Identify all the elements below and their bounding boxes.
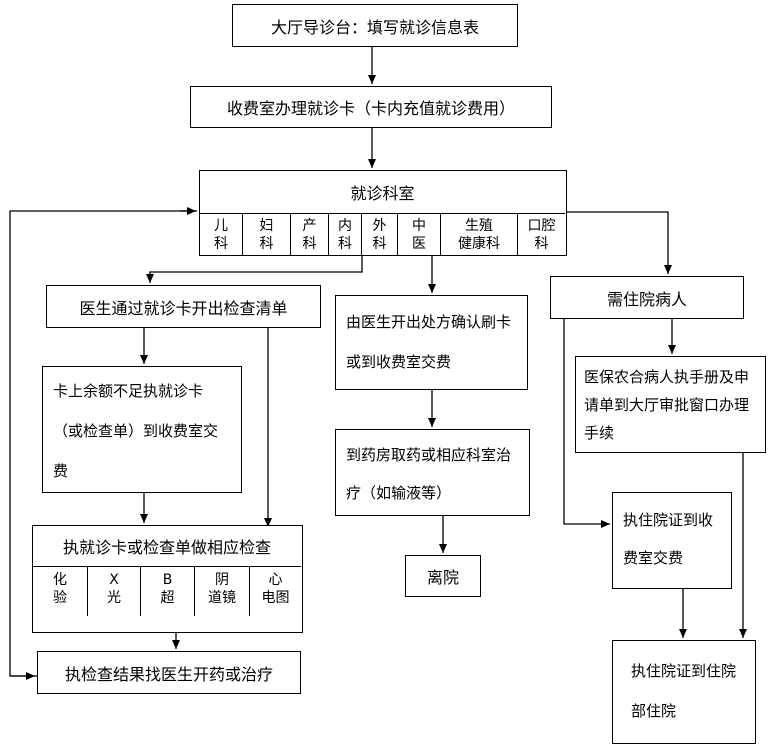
prescription-box: 由医生开出处方确认刷卡或到收费室交费 xyxy=(335,295,528,390)
arrow-clinic-to-exam-list xyxy=(146,255,363,283)
arrow-clinic-to-inpatient xyxy=(566,211,672,274)
clinic-box: 就诊科室 儿科 妇科 产科 内科 外科 中医 生殖健康科 口腔科 xyxy=(199,170,567,256)
dept-obstetrics: 产科 xyxy=(291,214,329,255)
results-box: 执检查结果找医生开药或治疗 xyxy=(37,651,301,694)
exams-title: 执就诊卡或检查单做相应检查 xyxy=(62,538,271,557)
inpatient-box: 需住院病人 xyxy=(550,276,744,319)
pharmacy-box: 到药房取药或相应科室治疗（如输液等） xyxy=(335,429,530,516)
exam-ecg: 心电图 xyxy=(261,572,290,606)
exam-list-label: 医生通过就诊卡开出检查清单 xyxy=(79,298,288,318)
dept-pediatrics: 儿科 xyxy=(200,214,243,255)
exam-lab: 化验 xyxy=(33,567,88,616)
pharmacy-label: 到药房取药或相应科室治疗（如输液等） xyxy=(346,446,512,502)
leave-label: 离院 xyxy=(426,568,459,587)
dept-stomatology: 口腔科 xyxy=(527,217,556,252)
admission-ward-box: 执住院证到住院部住院 xyxy=(612,640,756,744)
leave-box: 离院 xyxy=(405,555,481,597)
insurance-box: 医保农合病人执手册及申请单到大厅审批窗口办理手续 xyxy=(575,356,766,453)
dept-gynecology: 妇科 xyxy=(243,214,291,255)
insufficient-balance-label: 卡上余额不足执就诊卡（或检查单）到收费室交费 xyxy=(53,382,219,480)
inpatient-label: 需住院病人 xyxy=(606,289,687,309)
reception-box: 大厅导诊台：填写就诊信息表 xyxy=(232,4,518,47)
clinic-title: 就诊科室 xyxy=(350,184,415,203)
results-label: 执检查结果找医生开药或治疗 xyxy=(64,664,273,684)
dept-reproductive-health: 生殖健康科 xyxy=(441,214,518,255)
card-office-box: 收费室办理就诊卡（卡内充值就诊费用） xyxy=(190,86,552,128)
exam-colposcopy: 阴道镜 xyxy=(195,567,250,616)
dept-internal-medicine: 内科 xyxy=(329,214,362,255)
admission-ward-label: 执住院证到住院部住院 xyxy=(631,662,737,720)
card-office-label: 收费室办理就诊卡（卡内充值就诊费用） xyxy=(226,99,515,118)
admission-pay-box: 执住院证到收费室交费 xyxy=(612,492,732,589)
reception-label: 大厅导诊台：填写就诊信息表 xyxy=(270,17,479,37)
exam-list-box: 医生通过就诊卡开出检查清单 xyxy=(46,285,321,328)
insufficient-balance-box: 卡上余额不足执就诊卡（或检查单）到收费室交费 xyxy=(42,366,242,493)
admission-pay-label: 执住院证到收费室交费 xyxy=(623,511,714,567)
insurance-label: 医保农合病人执手册及申请单到大厅审批窗口办理手续 xyxy=(584,368,750,442)
arrow-inpatient-to-pay xyxy=(563,318,610,528)
prescription-label: 由医生开出处方确认刷卡或到收费室交费 xyxy=(346,313,512,371)
dept-surgery: 外科 xyxy=(362,214,398,255)
dept-tcm: 中医 xyxy=(398,214,441,255)
